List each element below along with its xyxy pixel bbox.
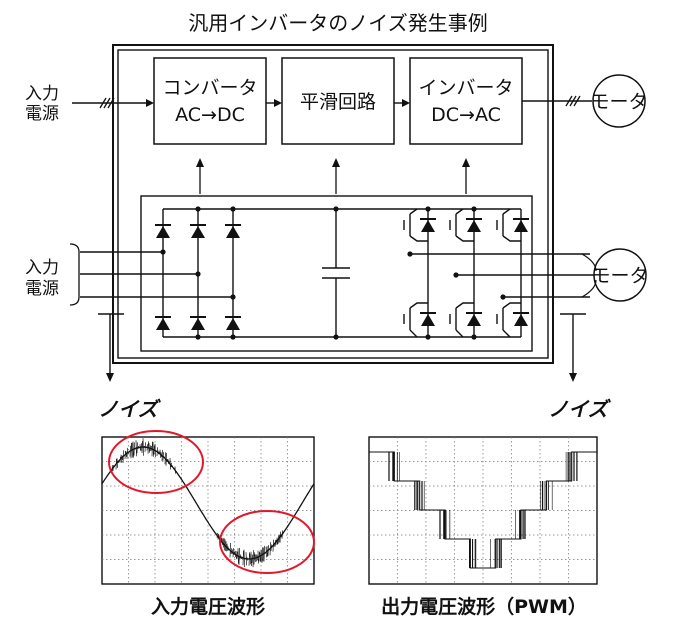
input-waveform-scope [101, 430, 315, 585]
three-phase-mark-icon [99, 97, 115, 109]
inverter-block [409, 57, 523, 145]
converter-block [153, 57, 267, 145]
arrow-icon [402, 99, 410, 107]
three-phase-mark-icon [565, 95, 581, 107]
svg-text:電源: 電源 [25, 279, 59, 299]
arrow-icon [274, 99, 282, 107]
arrow-icon [332, 158, 340, 167]
output-waveform-scope [368, 436, 598, 585]
arrow-icon [146, 99, 154, 107]
junction-dots [160, 206, 506, 340]
inverter-title: インバータ [418, 77, 513, 99]
svg-text:入力: 入力 [25, 258, 59, 278]
device-frame-inner [117, 49, 549, 359]
input-waveform-caption: 入力電圧波形 [151, 595, 265, 618]
smoothing-title: 平滑回路 [300, 91, 376, 113]
motor-top-label: モータ [590, 91, 647, 113]
motor-top [592, 74, 646, 128]
noise-leak-lines [98, 313, 586, 374]
noise-highlight-negative [219, 510, 315, 574]
output-waveform-caption: 出力電圧波形（PWM） [381, 595, 587, 618]
device-frame-outer [112, 44, 554, 364]
arrow-icon [569, 373, 577, 382]
svg-text:電源: 電源 [25, 104, 59, 124]
noise-label-left: ノイズ [98, 397, 161, 421]
arrow-icon [106, 373, 114, 382]
noise-highlight-positive [108, 430, 204, 494]
circuit-schematic [80, 208, 594, 338]
converter-title: コンバータ [162, 77, 257, 99]
converter-subtitle: AC→DC [175, 104, 245, 126]
arrow-icon [462, 158, 470, 167]
inverter-subtitle: DC→AC [431, 104, 501, 126]
block-correspondence-arrows [199, 164, 467, 194]
diagram-title: 汎用インバータのノイズ発生事例 [188, 11, 487, 35]
smoothing-block [281, 57, 395, 145]
motor-bottom-label: モータ [591, 265, 648, 287]
arrow-icon [196, 158, 204, 167]
noise-label-right: ノイズ [548, 397, 611, 421]
left-input-label: 入力 電源 [25, 258, 59, 299]
motor-bottom [593, 248, 647, 302]
input-bracket [69, 243, 80, 306]
top-input-label: 入力 電源 [25, 84, 59, 124]
svg-text:入力: 入力 [25, 84, 59, 104]
diode-icons [155, 218, 529, 330]
